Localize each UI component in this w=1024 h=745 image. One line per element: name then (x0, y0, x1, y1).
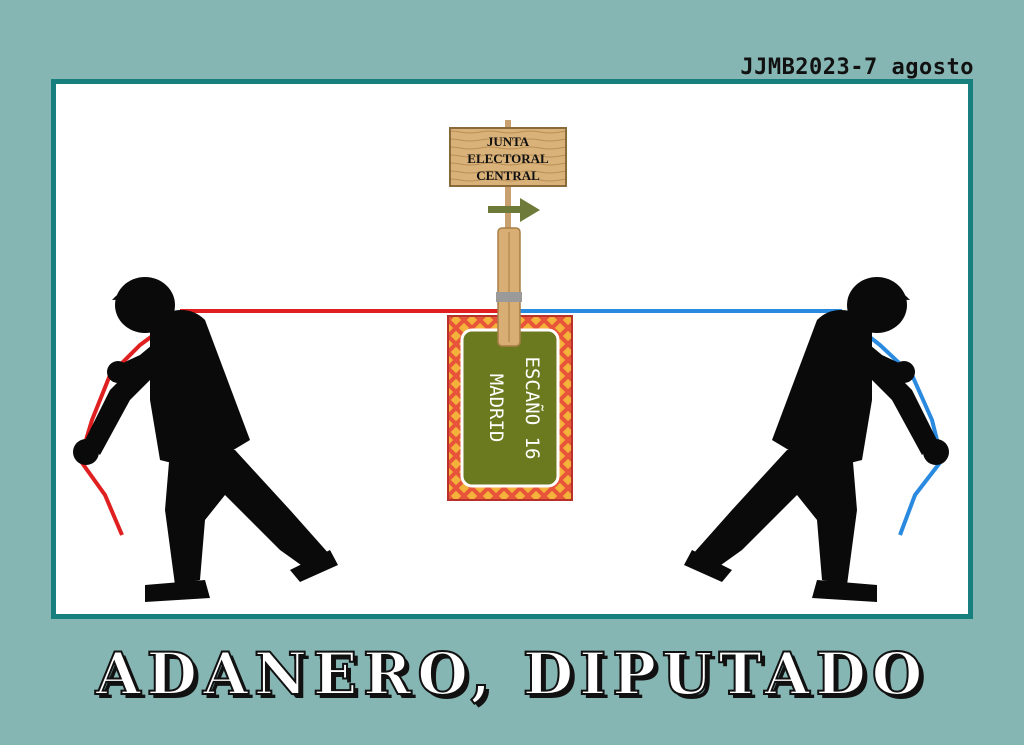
author-credit: JJMB2023-7 agosto (740, 55, 974, 80)
arrow-right-icon (488, 198, 540, 222)
seat-card-line-2: MADRID (485, 374, 507, 443)
right-rope-tail (836, 310, 945, 536)
right-man-silhouette (684, 277, 949, 602)
sign-line-3: CENTRAL (476, 168, 540, 183)
left-man-silhouette (73, 277, 338, 602)
junta-electoral-sign: JUNTA ELECTORAL CENTRAL (449, 127, 567, 187)
clothespin (496, 227, 522, 347)
headline: ADANERO, DIPUTADO (95, 639, 929, 709)
sign-line-2: ELECTORAL (467, 151, 549, 166)
sign-line-1: JUNTA (487, 134, 530, 149)
seat-card-line-1: ESCAÑO 16 (521, 357, 544, 460)
left-rope-tail (77, 310, 187, 536)
sign-post (505, 120, 511, 320)
